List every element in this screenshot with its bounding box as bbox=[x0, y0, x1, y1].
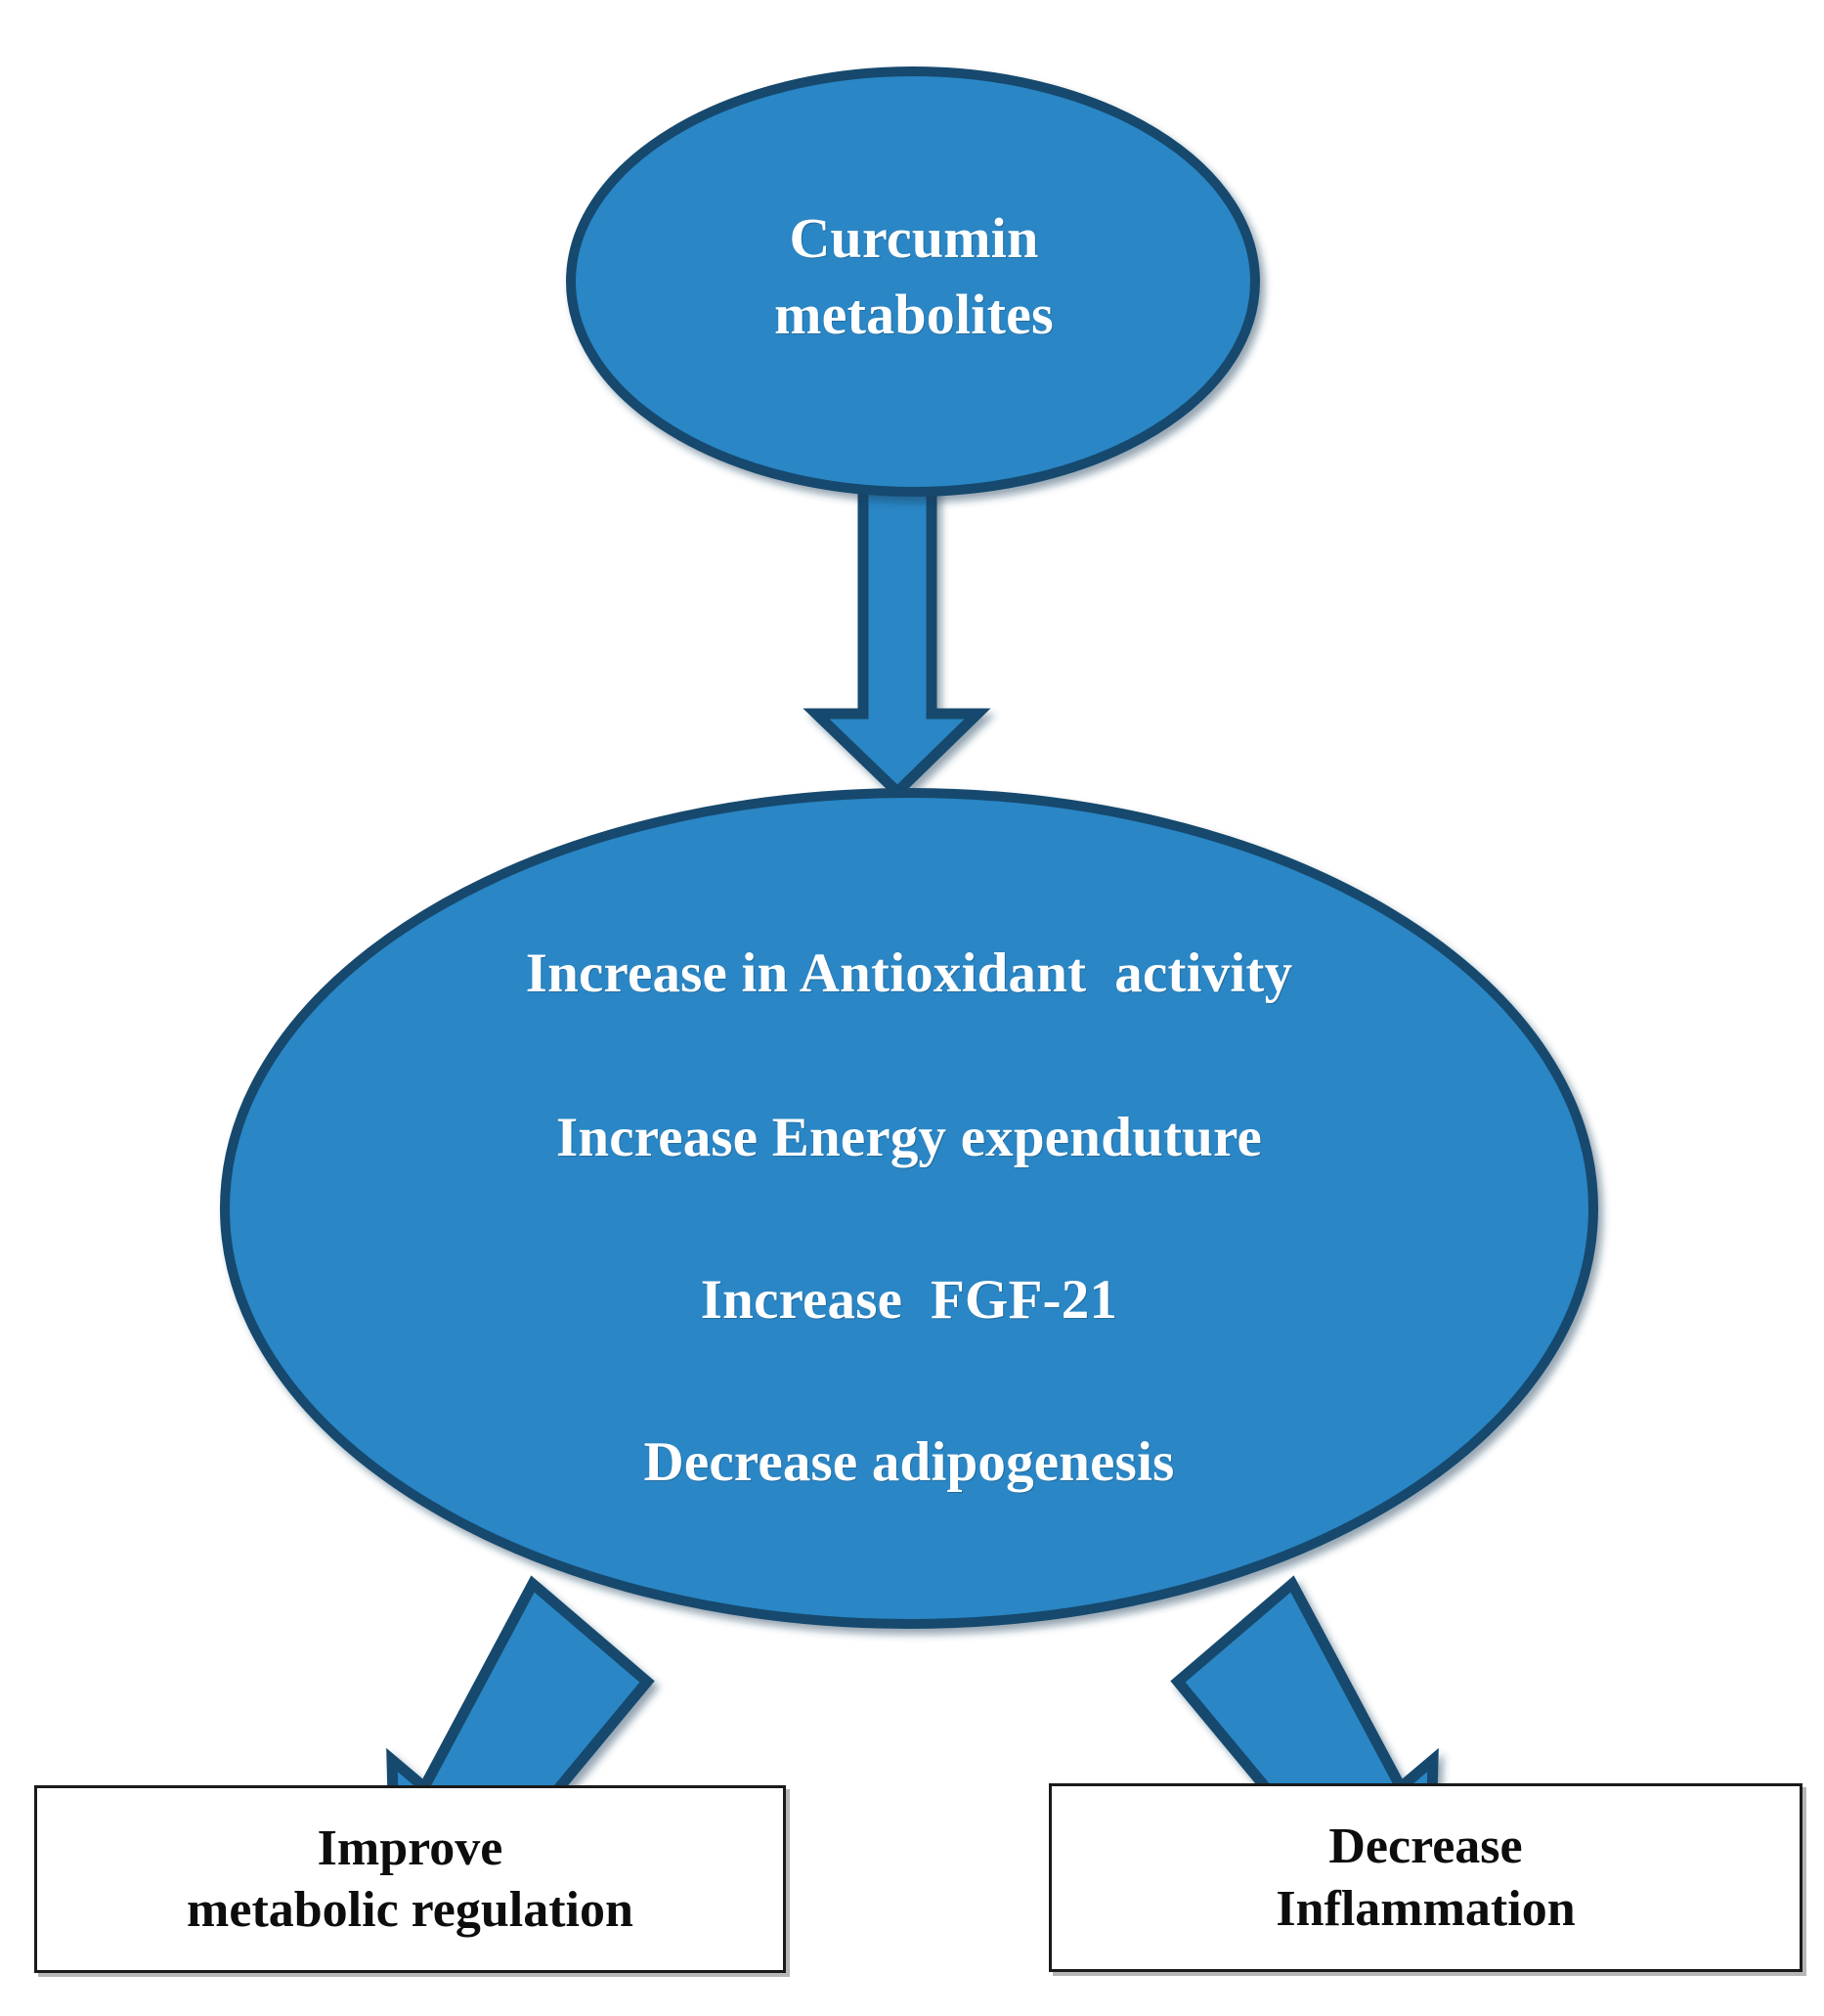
node-effects-ellipse[interactable] bbox=[220, 788, 1598, 1629]
node-source-label: Curcumin metabolites bbox=[774, 206, 1054, 347]
node-source-ellipse[interactable] bbox=[566, 66, 1260, 497]
arrow-source-to-effects bbox=[803, 454, 991, 800]
node-effects-line-antioxidant-activity: Increase in Antioxidant activity bbox=[525, 942, 1293, 1004]
node-outcome-left-box[interactable]: Improve metabolic regulation bbox=[34, 1785, 786, 1973]
node-outcome-right-box[interactable]: Decrease Inflammation bbox=[1049, 1783, 1802, 1972]
node-outcome-right-label: Decrease Inflammation bbox=[1276, 1819, 1576, 1937]
node-outcome-left-label: Improve metabolic regulation bbox=[187, 1819, 633, 1938]
node-effects-line-adipogenesis: Decrease adipogenesis bbox=[643, 1431, 1175, 1493]
node-effects-line-energy-expenditure: Increase Energy expenduture bbox=[555, 1107, 1263, 1168]
node-effects-line-fgf21: Increase FGF-21 bbox=[700, 1269, 1118, 1331]
